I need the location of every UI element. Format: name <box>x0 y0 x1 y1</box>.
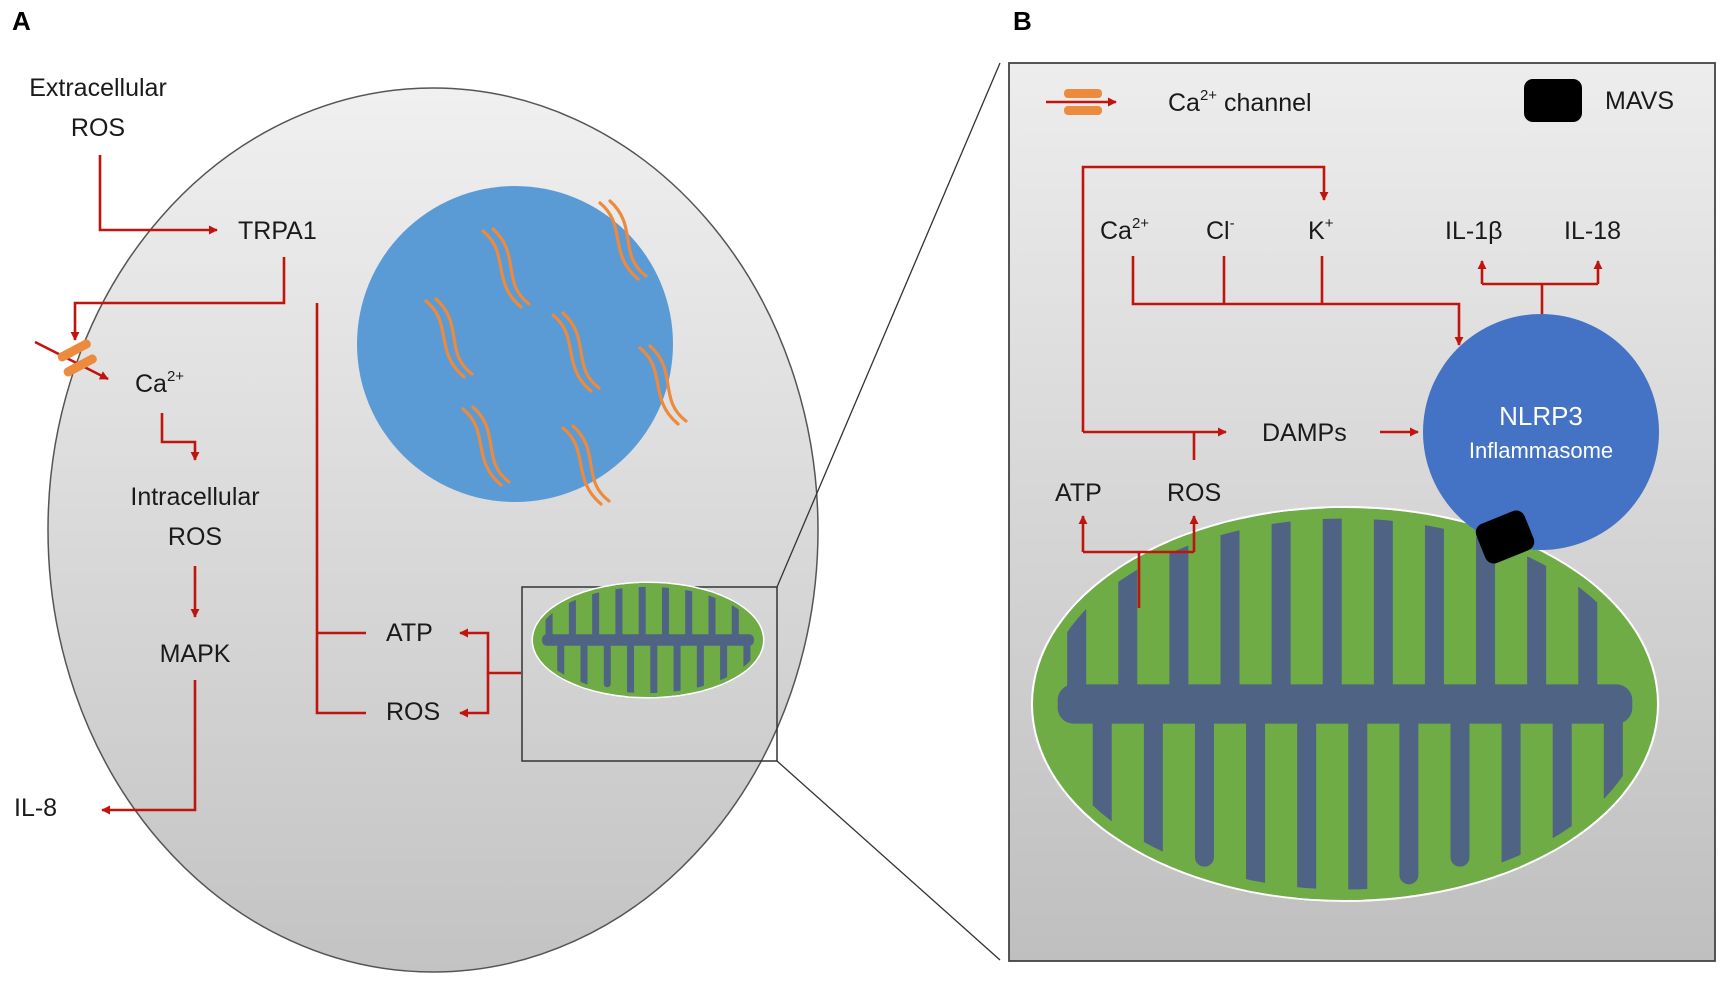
arrow-trpa1-to-channel <box>70 257 286 341</box>
damps-label: DAMPs <box>1262 419 1347 447</box>
arrow-ions-to-nlrp3 <box>1131 256 1464 346</box>
chromosome <box>424 297 474 379</box>
line-trpa1-to-atp-ros <box>315 303 366 715</box>
arrow-ros-to-trpa1 <box>98 155 218 235</box>
atp-label-b: ATP <box>1055 479 1102 507</box>
crista <box>1322 508 1342 714</box>
arrow-mito-to-ros <box>459 673 490 718</box>
intracellular-ros-line1: Intracellular <box>130 483 259 511</box>
crista <box>673 642 681 697</box>
legend-calcium-channel-label: Ca2+ channel <box>1168 87 1312 117</box>
nlrp3-inflammasome: NLRP3 Inflammasome <box>1423 314 1659 550</box>
crista <box>580 642 588 693</box>
nlrp3-label: NLRP3 <box>1499 401 1583 431</box>
cl-label: Cl- <box>1206 215 1235 245</box>
crista <box>1143 713 1163 885</box>
k-label: K+ <box>1308 215 1334 245</box>
ros-label-a: ROS <box>386 698 440 726</box>
il8-label: IL-8 <box>14 794 57 822</box>
nucleus <box>357 186 673 502</box>
crista <box>1271 508 1291 714</box>
zoom-line-bottom <box>776 760 1001 961</box>
ca2-label-b: Ca2+ <box>1100 215 1149 245</box>
legend-mavs-label: MAVS <box>1605 87 1674 115</box>
crista <box>615 583 623 643</box>
crista <box>1194 713 1214 867</box>
crista <box>1399 713 1419 885</box>
crista <box>1450 713 1470 867</box>
crista <box>696 642 704 693</box>
chromosome <box>561 424 611 506</box>
chromosome <box>638 344 688 426</box>
panel-a-arrows <box>70 155 521 815</box>
crista <box>1348 713 1368 900</box>
ros-label-b: ROS <box>1167 479 1221 507</box>
ca2-label-a: Ca2+ <box>135 368 184 398</box>
chromosome <box>598 199 648 281</box>
legend-mavs: MAVS <box>1524 79 1674 122</box>
chromosomes <box>424 199 688 506</box>
calcium-channel-a <box>34 339 109 381</box>
legend-calcium-channel: Ca2+ channel <box>1046 87 1312 117</box>
crista <box>603 642 611 688</box>
outer-membrane <box>1033 508 1657 900</box>
chromosome <box>481 227 531 309</box>
crista <box>1424 508 1444 714</box>
crista <box>661 583 669 643</box>
extracellular-ros-line1: Extracellular <box>29 74 167 102</box>
arrow-ca-to-intracellular <box>160 413 200 461</box>
panel-b-arrows <box>1078 165 1603 608</box>
mitochondrion-small <box>531 581 765 699</box>
crista <box>1373 508 1393 714</box>
inflammasome-label: Inflammasome <box>1469 438 1613 463</box>
il1b-label: IL-1β <box>1445 217 1502 245</box>
outer-membrane <box>533 583 763 697</box>
crista <box>627 642 635 697</box>
crista <box>638 583 646 643</box>
crista <box>720 642 728 688</box>
crista <box>650 642 658 697</box>
trpa1-label: TRPA1 <box>238 217 317 245</box>
mavs-protein <box>1475 510 1535 564</box>
chromosome <box>551 311 601 393</box>
crista <box>1297 713 1317 900</box>
arrow-mapk-to-il8 <box>101 680 197 815</box>
mapk-label: MAPK <box>160 640 231 668</box>
mitochondrion-large <box>1031 506 1659 902</box>
arrow-loop-to-k <box>1081 165 1329 432</box>
extracellular-ros-line2: ROS <box>71 114 125 142</box>
atp-label-a: ATP <box>386 619 433 647</box>
arrow-mito-to-atp <box>459 628 521 675</box>
zoom-line-top <box>776 62 1001 588</box>
il18-label: IL-18 <box>1564 217 1621 245</box>
intracellular-ros-line2: ROS <box>168 523 222 551</box>
panel-b-label: B <box>1013 6 1032 36</box>
panel-a-label: A <box>12 6 31 36</box>
chromosome <box>461 405 511 487</box>
